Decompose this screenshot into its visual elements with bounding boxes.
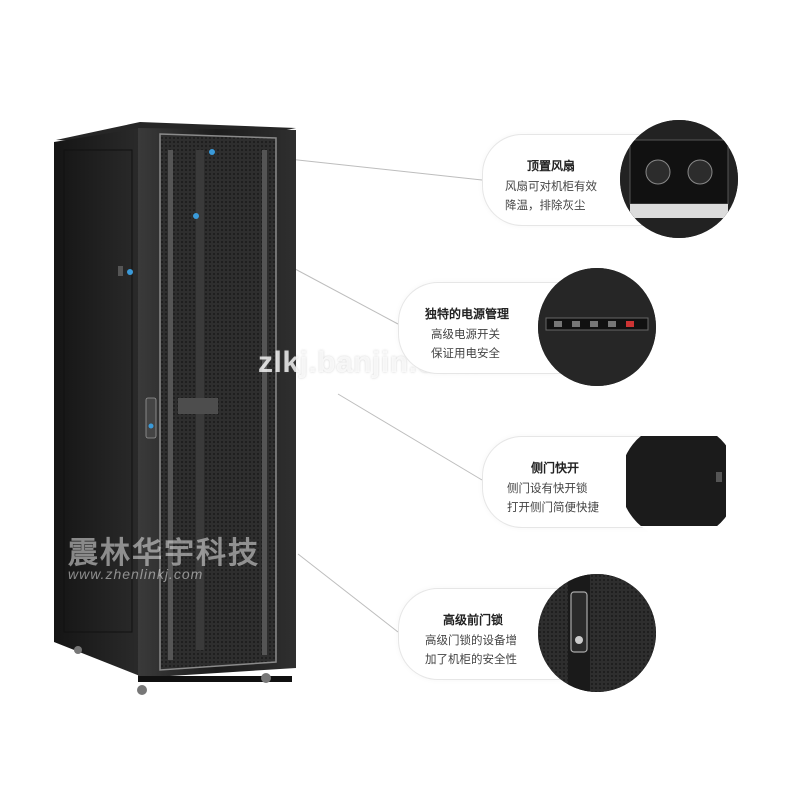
callout-line-fan [269, 156, 483, 181]
watermark-brand: 震林华宇科技 [68, 536, 260, 571]
side-door-latch [118, 266, 123, 276]
feature-desc: 风扇可对机柜有效 降温，排除灰尘 [505, 179, 597, 212]
top-fan-icon [620, 120, 738, 238]
feature-title: 侧门快开 [531, 461, 580, 475]
watermark-url: www.zhenlinkj.com [68, 566, 204, 582]
callout-line-sidedoor [337, 393, 483, 481]
caster-wheel [137, 685, 147, 695]
front-door-handle [145, 397, 157, 439]
feature-desc: 高级门锁的设备增 加了机柜的安全性 [425, 633, 517, 666]
feature-title: 高级前门锁 [443, 613, 504, 627]
feature-title: 独特的电源管理 [425, 307, 510, 321]
door-lock-icon [538, 574, 656, 692]
accent-dot [127, 269, 133, 275]
callout-line-power [281, 261, 399, 325]
feature-title: 顶置风扇 [527, 159, 576, 173]
caster-wheel [261, 673, 271, 683]
cabinet-side-panel [54, 128, 140, 676]
cabinet-internal-shelf [178, 398, 218, 414]
power-strip-icon [538, 268, 656, 386]
accent-dot [193, 213, 199, 219]
accent-dot [209, 149, 215, 155]
side-door-icon [620, 422, 738, 540]
caster-wheel [74, 646, 82, 654]
feature-desc: 侧门设有快开锁 打开侧门简便快捷 [507, 481, 599, 514]
feature-desc: 高级电源开关 保证用电安全 [431, 327, 500, 360]
callout-line-lock [297, 553, 399, 633]
